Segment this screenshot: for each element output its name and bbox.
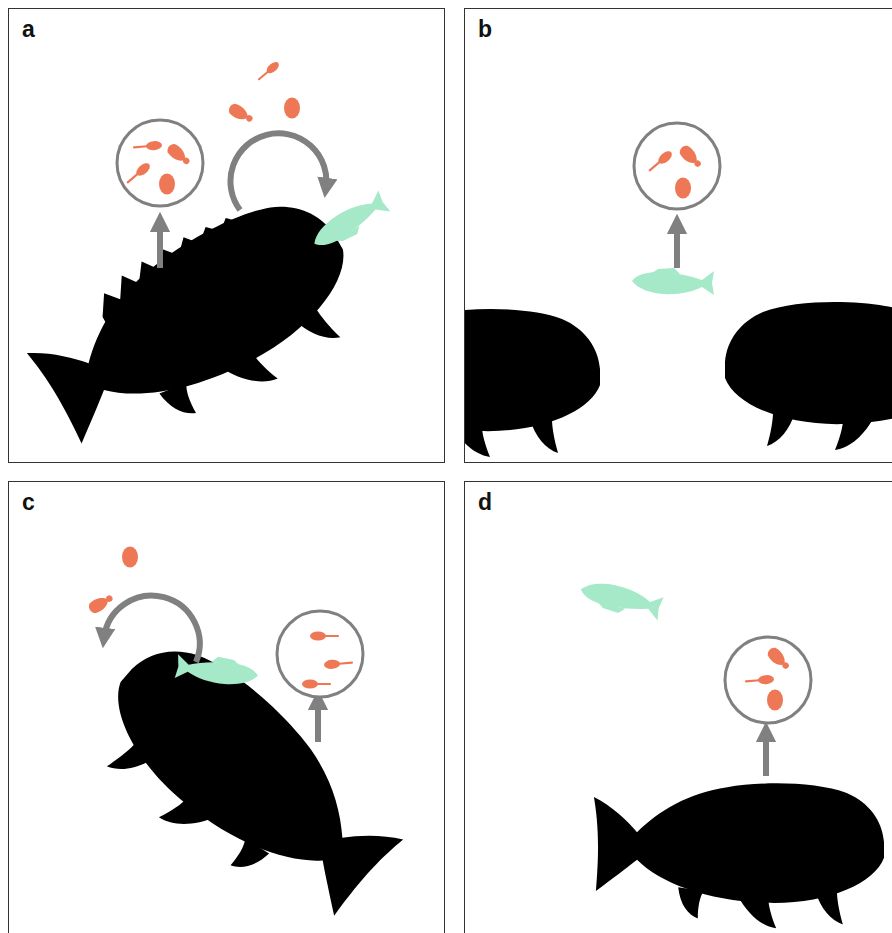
panel-frame: c [8,481,445,933]
parasite-circle [117,120,203,206]
parasite-circle [634,123,720,209]
panel-frame: d [464,481,892,933]
copepod [125,161,152,186]
panel-a-art [19,60,392,481]
panel-frame: b [464,8,892,463]
egg [122,547,138,568]
panel-letter: c [22,490,35,515]
copepod [324,658,353,669]
panel-letter: b [478,17,492,42]
panel-c-art [70,547,413,933]
egg [675,178,691,199]
up-arrow [315,700,321,742]
panel-b-parasites [632,123,720,295]
copepod [302,680,330,689]
cleaner-fish [307,191,392,255]
panel-letter: d [478,490,492,515]
egg [159,174,175,195]
up-arrow [674,224,680,268]
host-fish [594,783,884,928]
host-fish-right [725,302,892,450]
parasite-circle [725,637,811,723]
copepod [746,674,775,685]
grouper-spines [88,204,265,334]
up-arrow [157,222,163,268]
isopod [227,102,255,126]
cleaner-fish [577,576,663,623]
panel-b-art [465,302,892,457]
curved-arrow [230,133,326,210]
parasite-circle [277,611,363,697]
cleaner-fish [175,651,260,689]
panel-letter: a [22,17,35,42]
egg [767,690,783,711]
curved-arrow [104,596,200,662]
isopod [165,142,193,168]
copepod [134,140,163,151]
panel-frame: a [8,8,445,463]
host-fish-left [465,309,600,457]
panel-d-art [577,576,884,928]
isopod [677,143,704,170]
copepod [310,632,338,641]
copepod [647,149,674,174]
egg [284,98,300,119]
cleaner-fish [632,268,714,295]
isopod [765,645,792,672]
isopod [87,592,115,616]
copepod [256,60,281,82]
up-arrow [763,732,769,776]
